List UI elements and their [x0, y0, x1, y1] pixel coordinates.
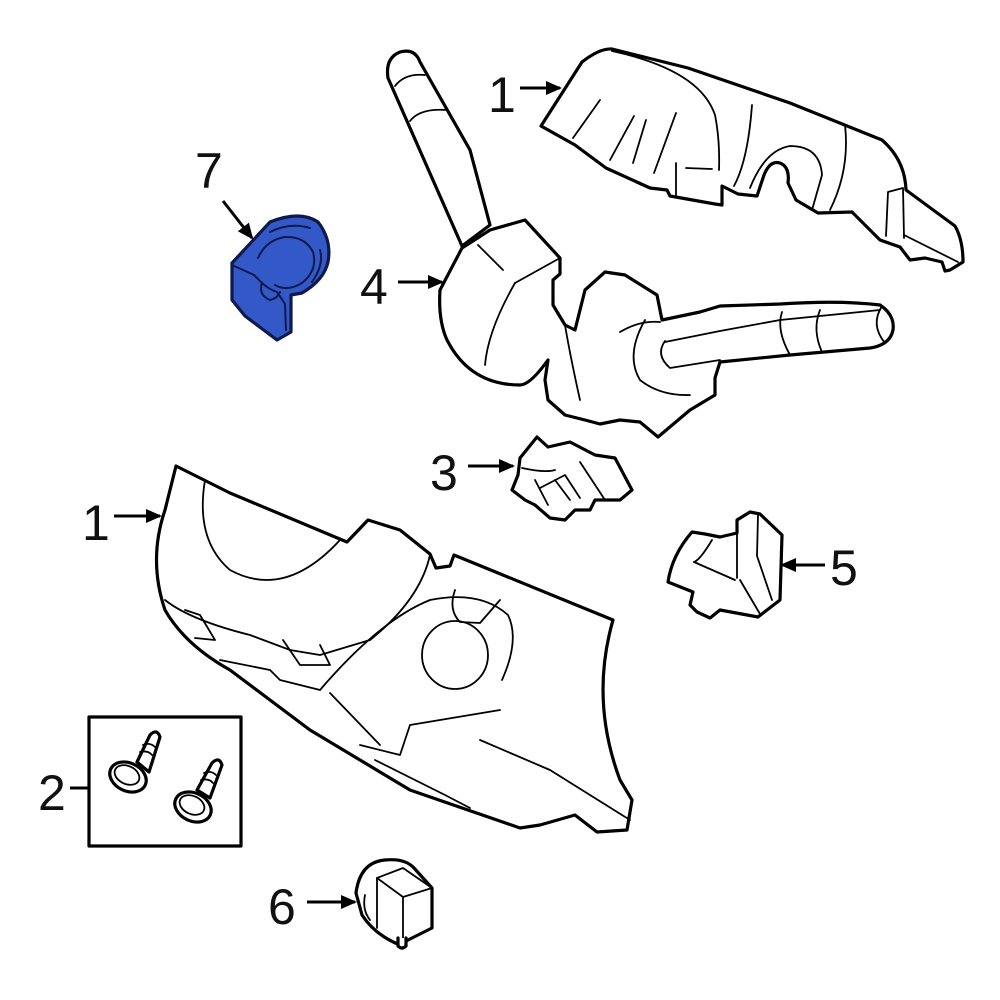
screws-kit[interactable]	[87, 715, 243, 848]
callout-number: 1	[488, 67, 516, 123]
switch-connector[interactable]	[510, 435, 634, 522]
callout-number: 2	[38, 765, 66, 821]
callout-number: 1	[82, 495, 110, 551]
callout-number: 5	[830, 540, 858, 596]
combination-switch[interactable]	[385, 49, 895, 439]
callout-number: 7	[195, 143, 223, 199]
ignition-key-ring-highlighted[interactable]	[230, 214, 331, 342]
callout-number: 6	[268, 879, 296, 935]
screws-box	[87, 715, 243, 848]
switch-module[interactable]	[666, 510, 784, 620]
callout-number: 3	[430, 445, 458, 501]
lower-column-cover[interactable]	[154, 464, 634, 834]
upper-column-cover[interactable]	[539, 47, 965, 273]
callout-arrow	[221, 200, 254, 240]
callout-number: 4	[360, 259, 388, 315]
sensor[interactable]	[354, 858, 434, 950]
